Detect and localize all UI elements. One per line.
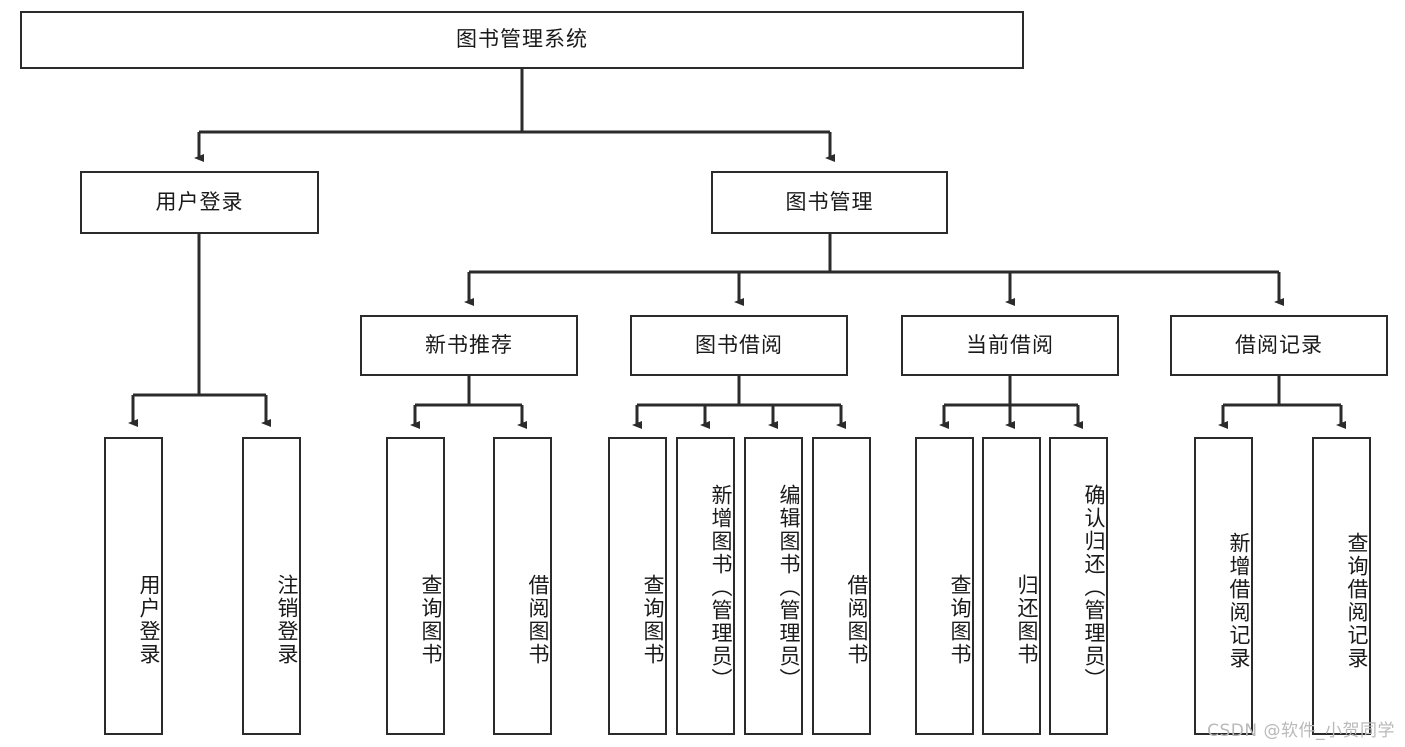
node-current-borrow[interactable]: 当前借阅 — [901, 315, 1119, 376]
node-label: 借阅记录 — [1235, 332, 1323, 357]
node-label: 用户登录 — [137, 574, 161, 666]
node-root-book-management-system[interactable]: 图书管理系统 — [20, 11, 1024, 69]
node-label: 图书借阅 — [695, 332, 783, 357]
leaf-logout-login[interactable]: 注销登录 — [242, 437, 301, 735]
node-borrow-record[interactable]: 借阅记录 — [1170, 315, 1388, 376]
node-book-management[interactable]: 图书管理 — [711, 171, 948, 234]
node-label: 借阅图书 — [845, 574, 869, 666]
node-label: 新书推荐 — [425, 332, 513, 357]
leaf-add-book-admin[interactable]: 新增图书（管理员） — [676, 437, 735, 735]
leaf-query-book-recommend[interactable]: 查询图书 — [386, 437, 445, 735]
leaf-query-book-current[interactable]: 查询图书 — [915, 437, 974, 735]
leaf-user-login[interactable]: 用户登录 — [104, 437, 163, 735]
node-label: 确认归还（管理员） — [1082, 483, 1106, 691]
node-label: 图书管理系统 — [456, 27, 588, 52]
node-label: 查询借阅记录 — [1345, 532, 1369, 670]
node-label: 编辑图书（管理员） — [777, 483, 801, 691]
node-new-book-recommend[interactable]: 新书推荐 — [360, 315, 578, 376]
node-label: 当前借阅 — [966, 332, 1054, 357]
watermark-csdn: CSDN @软件_小贺同学 — [1207, 721, 1395, 741]
node-user-login[interactable]: 用户登录 — [80, 171, 319, 234]
node-label: 用户登录 — [155, 189, 244, 214]
leaf-borrow-book-recommend[interactable]: 借阅图书 — [493, 437, 552, 735]
leaf-confirm-return-admin[interactable]: 确认归还（管理员） — [1049, 437, 1108, 735]
node-label: 新增图书（管理员） — [709, 483, 733, 691]
node-label: 借阅图书 — [526, 574, 550, 666]
leaf-return-book[interactable]: 归还图书 — [982, 437, 1041, 735]
leaf-borrow-book-borrow[interactable]: 借阅图书 — [812, 437, 871, 735]
leaf-edit-book-admin[interactable]: 编辑图书（管理员） — [744, 437, 803, 735]
node-label: 查询图书 — [419, 574, 443, 666]
leaf-query-borrow-record[interactable]: 查询借阅记录 — [1312, 437, 1371, 735]
node-label: 注销登录 — [275, 574, 299, 666]
node-label: 查询图书 — [641, 574, 665, 666]
node-book-borrow[interactable]: 图书借阅 — [630, 315, 848, 376]
leaf-query-book-borrow[interactable]: 查询图书 — [608, 437, 667, 735]
node-label: 新增借阅记录 — [1227, 532, 1251, 670]
node-label: 归还图书 — [1015, 574, 1039, 666]
node-label: 查询图书 — [948, 574, 972, 666]
node-label: 图书管理 — [785, 189, 874, 214]
leaf-add-borrow-record[interactable]: 新增借阅记录 — [1194, 437, 1253, 735]
